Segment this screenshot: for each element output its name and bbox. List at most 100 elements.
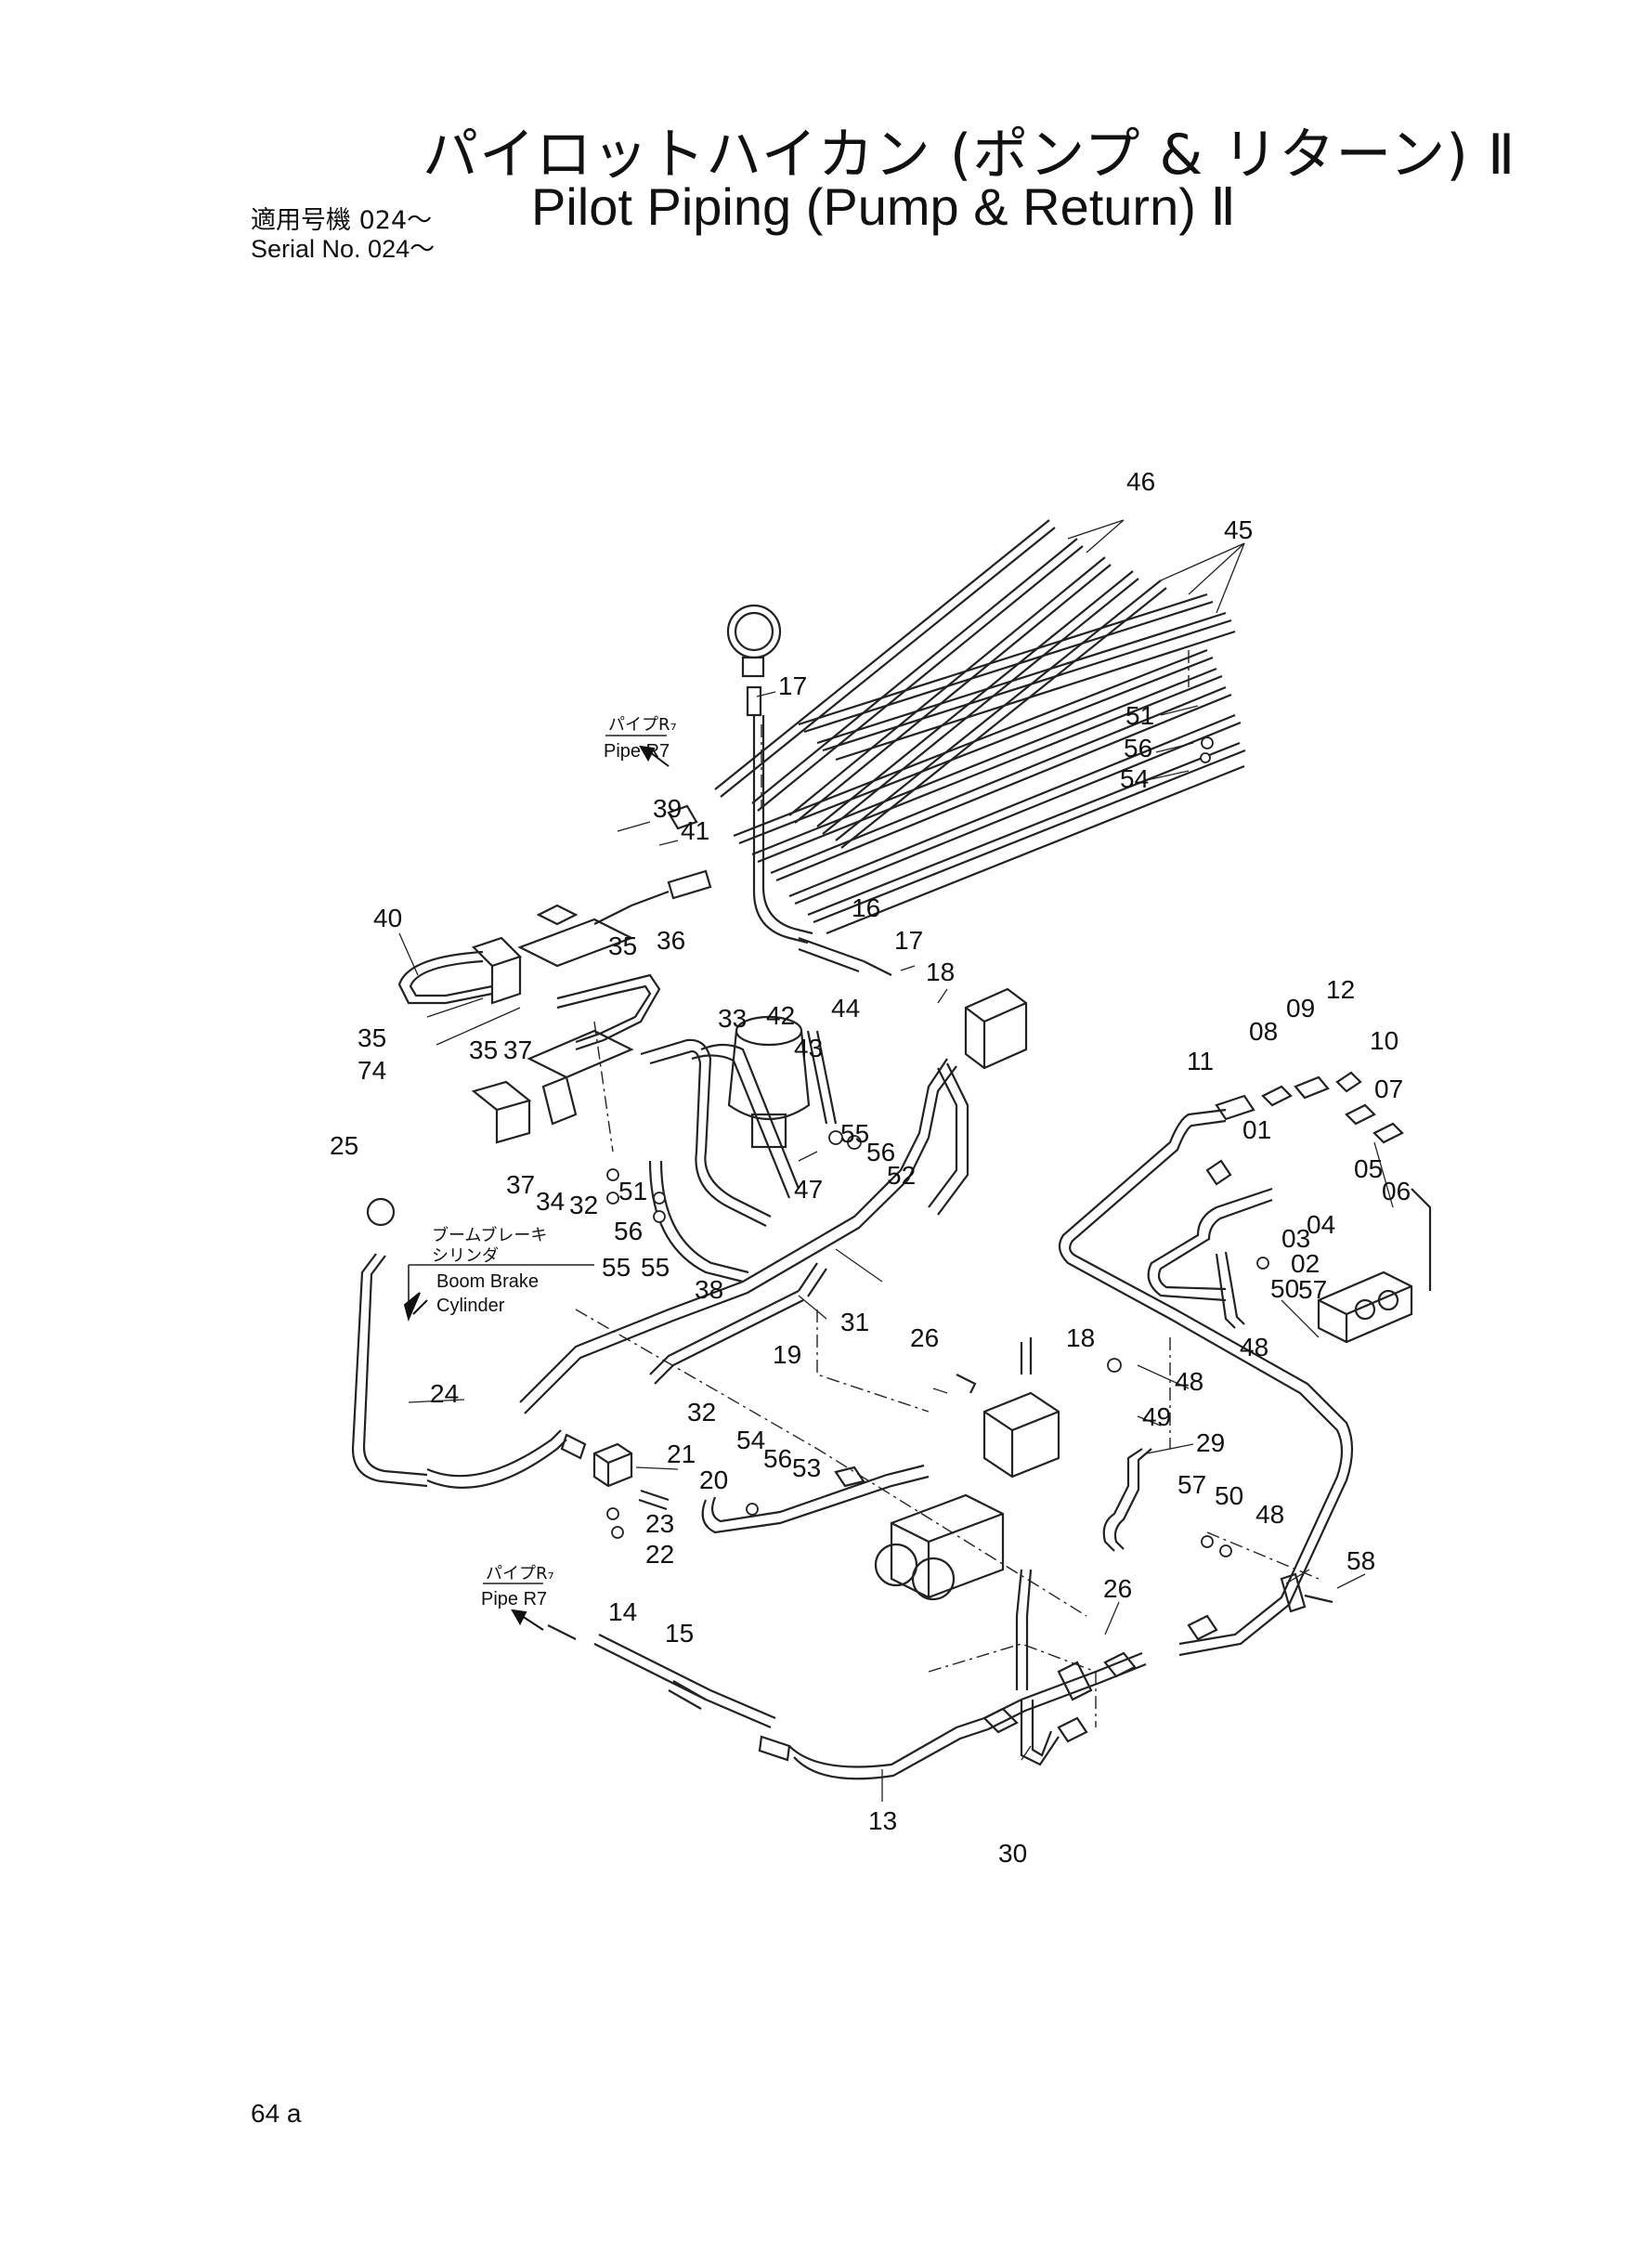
callout: 37 (506, 1170, 535, 1199)
note-text: Cylinder (436, 1296, 505, 1316)
serial-label-english: Serial No. 024～ (251, 235, 436, 263)
callout: 24 (430, 1379, 459, 1408)
callout: 03 (1281, 1224, 1310, 1253)
hose-20 (701, 1464, 930, 1534)
callout: 55 (840, 1119, 869, 1148)
callout: 21 (667, 1440, 696, 1468)
callout: 49 (1142, 1402, 1171, 1431)
callout: 47 (794, 1175, 823, 1204)
tee-fittings (982, 1614, 1218, 1743)
callout: 58 (1346, 1546, 1375, 1575)
callout: 52 (887, 1161, 916, 1190)
callout: 14 (608, 1597, 637, 1626)
callout: 74 (358, 1056, 386, 1085)
boom-brake-note: ブームブレーキ シリンダ Boom Brake Cylinder (432, 1225, 547, 1316)
callout: 54 (1120, 764, 1149, 793)
bottom-pipes (593, 1569, 1147, 1780)
callout: 35 (608, 932, 637, 960)
solenoid-block (956, 1337, 1060, 1479)
note-text: Pipe R7 (604, 741, 670, 762)
valve-assembly-lower (471, 1029, 634, 1144)
title-english: Pilot Piping (Pump & Return) Ⅱ (531, 177, 1236, 236)
callout: 31 (840, 1308, 869, 1336)
hose-24 (351, 1197, 587, 1489)
callout: 23 (645, 1509, 674, 1538)
callout: 36 (657, 926, 685, 955)
hose-bundle (714, 519, 1246, 935)
callout: 20 (699, 1466, 728, 1494)
callout: 44 (831, 994, 860, 1023)
callout: 16 (852, 893, 880, 922)
callout: 07 (1374, 1075, 1403, 1103)
callout: 51 (1125, 701, 1154, 730)
callout: 48 (1240, 1333, 1268, 1362)
note-text: シリンダ (432, 1246, 499, 1266)
callout: 08 (1249, 1017, 1278, 1046)
hose-33-38 (640, 1038, 800, 1227)
callout: 50 (1270, 1274, 1299, 1303)
note-text: Boom Brake (436, 1271, 539, 1292)
callout: 54 (736, 1426, 765, 1454)
callout: 39 (653, 794, 682, 823)
serial-label-japanese: 適用号機 024～ (251, 206, 433, 235)
callout: 55 (602, 1253, 631, 1282)
pipe-r7-note-bottom: パイプR₇ Pipe R7 (481, 1564, 554, 1609)
note-text: Pipe R7 (481, 1589, 547, 1609)
main-pipes (519, 1058, 969, 1414)
hose-29 (1102, 1448, 1152, 1552)
callout: 51 (618, 1177, 647, 1205)
callout: 37 (503, 1036, 532, 1064)
callout: 46 (1126, 467, 1155, 496)
callout: 26 (1103, 1574, 1132, 1603)
callout: 05 (1354, 1154, 1383, 1183)
callout: 15 (665, 1619, 694, 1648)
callout: 32 (569, 1191, 598, 1219)
callout: 50 (1215, 1481, 1243, 1510)
callout: 53 (792, 1453, 821, 1482)
right-pipes (1058, 1108, 1354, 1657)
callout: 38 (695, 1275, 723, 1304)
callout: 45 (1224, 515, 1253, 544)
callout: 56 (1124, 734, 1152, 762)
callout: 48 (1175, 1367, 1203, 1396)
callout: 12 (1326, 975, 1355, 1004)
callout: 02 (1291, 1249, 1320, 1278)
callout: 41 (681, 816, 709, 845)
note-text: パイプR₇ (608, 715, 677, 735)
callout: 04 (1307, 1210, 1335, 1239)
callout: 40 (373, 904, 402, 932)
note-text: パイプR₇ (486, 1564, 554, 1583)
callout: 19 (773, 1340, 801, 1369)
callout: 11 (1187, 1047, 1214, 1075)
valve-assembly-upper (471, 804, 712, 1005)
callout: 33 (718, 1004, 747, 1033)
bracket-58 (1280, 1572, 1333, 1613)
callout: 06 (1382, 1177, 1411, 1205)
callout: 25 (330, 1131, 358, 1160)
callout: 17 (894, 926, 923, 955)
callout: 09 (1286, 994, 1315, 1023)
callout: 17 (778, 671, 807, 700)
page-number: 64 a (251, 2099, 302, 2128)
callout: 48 (1255, 1500, 1284, 1529)
callout: 13 (868, 1806, 897, 1835)
connector-block-06 (1317, 1188, 1432, 1344)
hose-40 (397, 950, 493, 1005)
callout: 35 (469, 1036, 498, 1064)
note-text: ブームブレーキ (432, 1225, 547, 1245)
callout: 35 (358, 1023, 386, 1052)
pump-body (874, 1493, 1005, 1601)
callout: 57 (1177, 1470, 1206, 1499)
callout: 55 (641, 1253, 670, 1282)
callout: 01 (1242, 1115, 1271, 1144)
callout: 26 (910, 1323, 939, 1352)
hose-14-15 (547, 1624, 791, 1762)
callout: 29 (1196, 1428, 1225, 1457)
valve-block-18 (964, 987, 1028, 1070)
callout: 57 (1298, 1275, 1327, 1304)
hose-16 (798, 936, 892, 976)
callout: 56 (763, 1444, 792, 1473)
accumulator-42 (727, 1015, 838, 1149)
